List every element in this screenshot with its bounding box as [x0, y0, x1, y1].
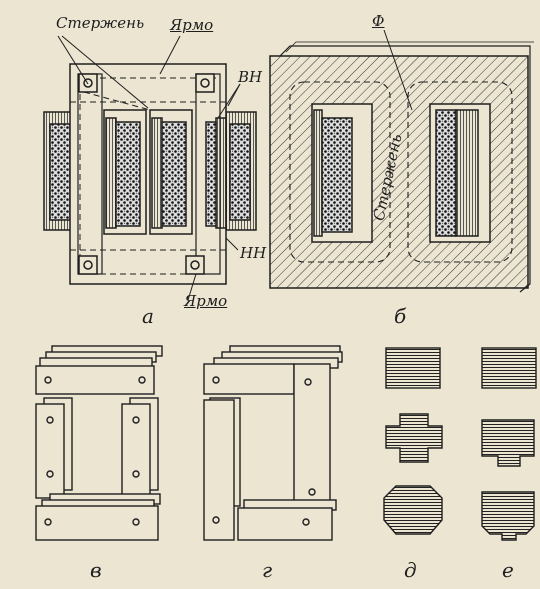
right-limb-v	[121, 397, 159, 499]
coils-b	[313, 109, 479, 237]
section-cross-d	[385, 413, 443, 463]
bottom-yoke-v	[35, 493, 161, 541]
caption-b: б	[394, 304, 407, 328]
diagram-v	[35, 345, 163, 541]
section-rect-e	[481, 347, 537, 389]
label-core-top: Стержень	[56, 14, 145, 32]
label-flux: Ф	[372, 12, 385, 30]
inner-coils-a	[105, 117, 227, 229]
caption-a: а	[142, 304, 154, 328]
left-limb-g	[203, 399, 235, 541]
caption-v: в	[90, 558, 102, 582]
section-octagon-d	[383, 485, 443, 535]
bottom-yoke-g	[237, 507, 333, 541]
label-lv: НН	[240, 244, 267, 262]
diagram-a	[43, 35, 257, 301]
label-hv: ВН	[238, 68, 263, 86]
section-stepped-e	[481, 491, 535, 541]
caption-g: г	[262, 558, 273, 582]
core-frame-a	[69, 63, 227, 285]
diagram-d	[383, 347, 443, 535]
diagram-e	[481, 347, 537, 541]
right-limb-g	[293, 363, 331, 505]
label-yoke-bottom: Ярмо	[184, 292, 228, 310]
bolts-a	[78, 73, 215, 275]
left-limb-v	[35, 397, 73, 499]
section-tee-e	[481, 419, 535, 467]
diagram-b	[269, 29, 534, 293]
top-yoke-v	[35, 345, 163, 395]
outer-coils	[43, 111, 257, 231]
section-square-d	[385, 347, 441, 389]
diagram-g	[203, 345, 343, 541]
caption-e: е	[502, 558, 514, 582]
label-yoke-top: Ярмо	[170, 16, 214, 34]
caption-d: д	[404, 558, 417, 582]
